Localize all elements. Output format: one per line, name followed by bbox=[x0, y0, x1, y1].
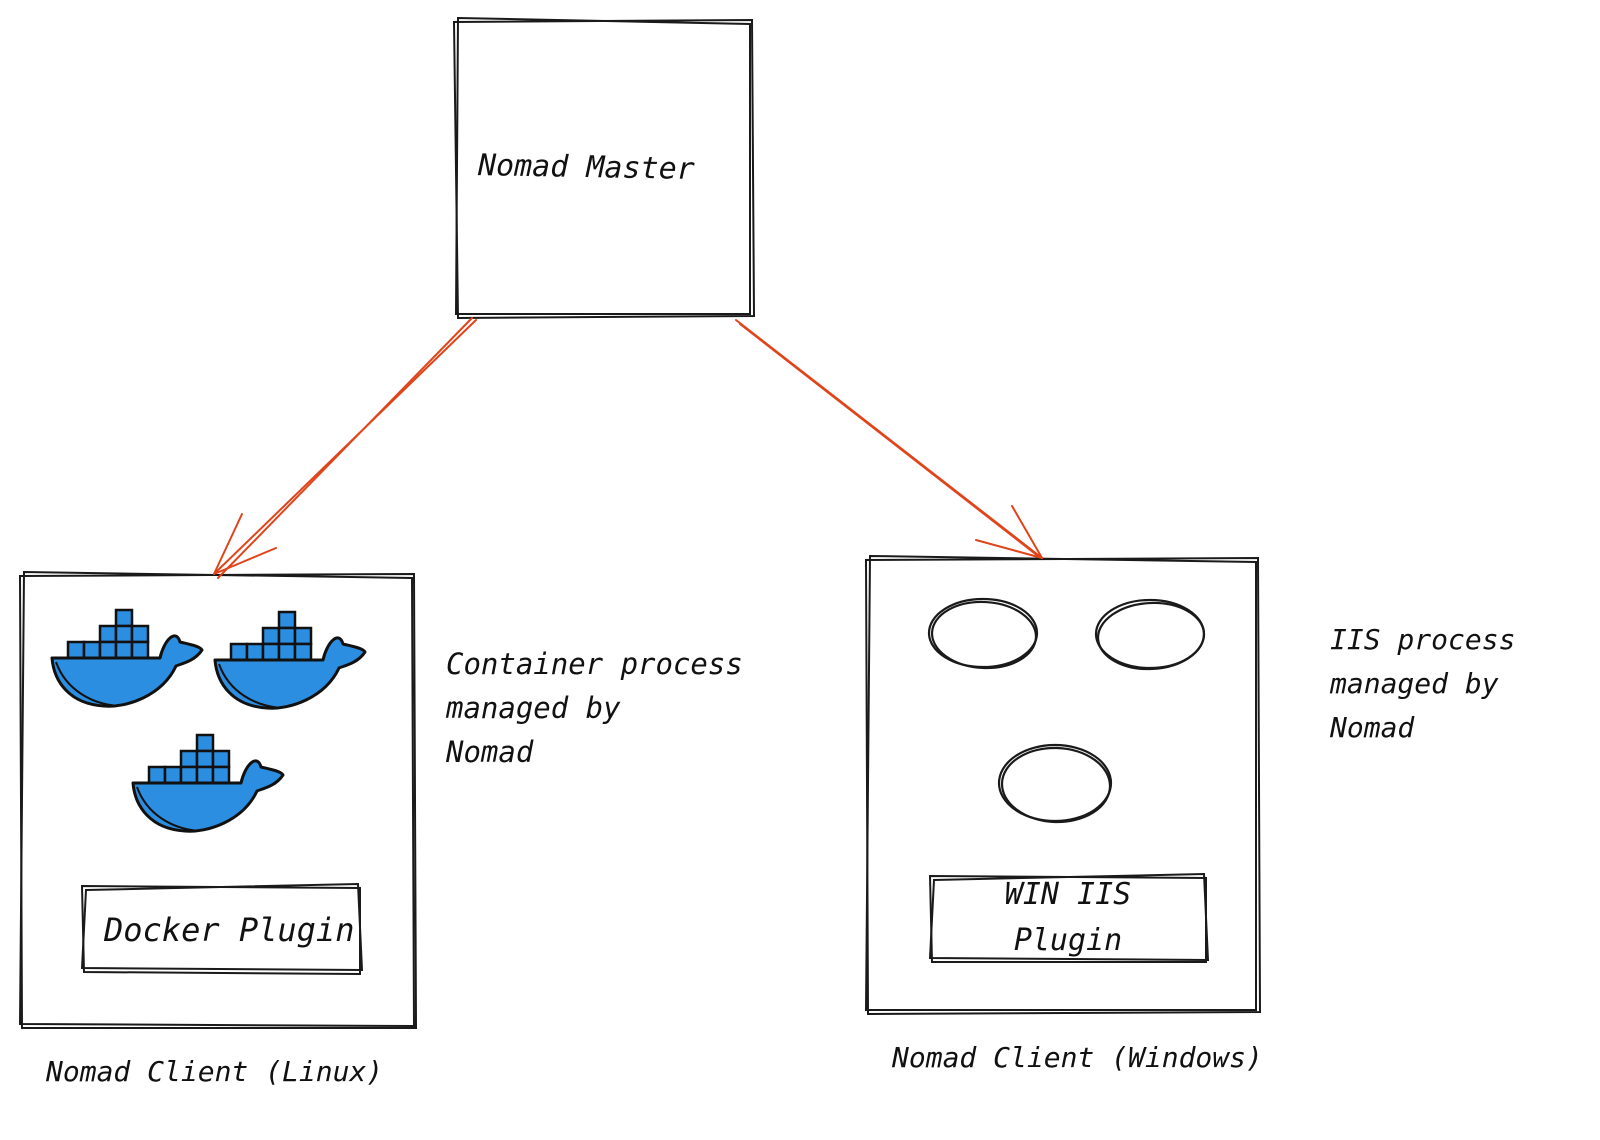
master-label: Nomad Master bbox=[477, 148, 696, 187]
windows-client-box bbox=[864, 554, 1262, 1016]
note-line: managed by bbox=[446, 691, 621, 725]
note-line: managed by bbox=[1330, 667, 1499, 700]
win-iis-plugin-box bbox=[928, 872, 1210, 963]
note-line: Nomad bbox=[1330, 711, 1415, 744]
master-box bbox=[452, 16, 756, 320]
arrow-master-to-linux bbox=[213, 317, 477, 579]
docker-whale-icon bbox=[131, 733, 285, 833]
note-line: IIS process bbox=[1330, 623, 1516, 656]
note-line: Container process bbox=[446, 647, 743, 681]
iis-process-ellipse bbox=[927, 597, 1039, 670]
plugin-line: WIN IIS bbox=[1004, 877, 1132, 912]
plugin-line: Plugin bbox=[1013, 923, 1123, 958]
container-process-note: Container process managed by Nomad bbox=[446, 642, 743, 774]
docker-whale-icon bbox=[213, 610, 367, 710]
iis-process-ellipses bbox=[927, 597, 1206, 824]
iis-process-ellipse bbox=[1094, 598, 1206, 671]
note-line: Nomad bbox=[446, 735, 534, 769]
win-iis-plugin-label: WIN IIS Plugin bbox=[930, 872, 1206, 964]
linux-client-label: Nomad Client (Linux) bbox=[46, 1055, 384, 1088]
windows-client-label: Nomad Client (Windows) bbox=[892, 1041, 1263, 1074]
arrow-master-to-windows bbox=[735, 319, 1043, 559]
docker-plugin-label: Docker Plugin bbox=[104, 911, 355, 949]
docker-plugin-box bbox=[80, 882, 364, 976]
docker-whale-icon bbox=[50, 608, 204, 708]
iis-process-note: IIS process managed by Nomad bbox=[1330, 618, 1515, 750]
linux-client-box bbox=[18, 570, 418, 1029]
iis-process-ellipse bbox=[997, 743, 1113, 824]
